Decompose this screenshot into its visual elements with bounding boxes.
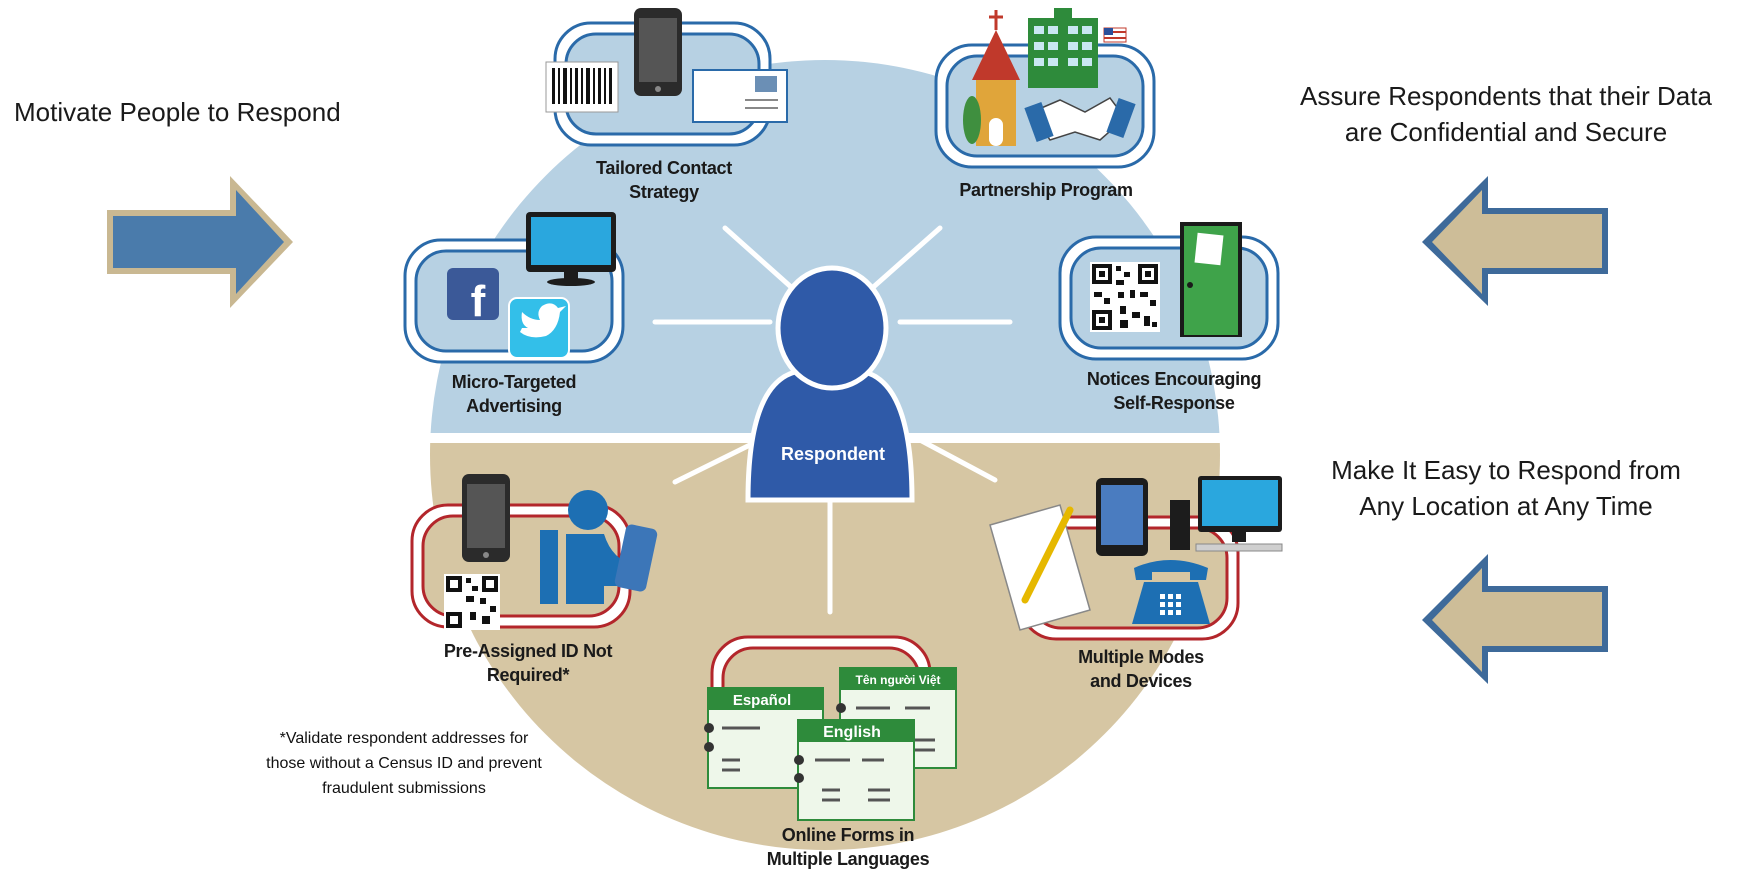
postcard-icon [692,69,788,123]
respondent-figure [745,265,915,503]
smartphone-icon [462,474,510,562]
goal-motivate: Motivate People to Respond [14,97,341,127]
tailored-contact-card [545,8,788,147]
goal-assure-line1: Assure Respondents that their Data [1300,81,1712,111]
label-micro-line1: Micro-Targeted [451,372,577,392]
form-label-vietnamese: Tên người Việt [855,673,940,687]
assure-arrow [1422,176,1608,306]
footnote-line1: *Validate respondent addresses for [279,730,529,747]
church-icon [963,10,1020,146]
paper-pencil-icon [989,504,1091,631]
label-modes-line2: and Devices [1090,671,1192,691]
label-partnership: Partnership Program [959,180,1133,200]
footnote: *Validate respondent addresses for those… [224,726,584,801]
school-building-icon [1028,8,1098,88]
spokes [652,225,1013,615]
label-preassigned-line1: Pre-Assigned ID Not [443,641,613,661]
twitter-icon [508,297,570,359]
barcode-icon [545,61,619,113]
svg-text:f: f [471,277,486,326]
mobile-phone-icon [634,8,682,96]
motivate-arrow [107,176,293,308]
label-tailored-line1: Tailored Contact [596,158,732,178]
goal-easy-line1: Make It Easy to Respond from [1331,455,1681,485]
goal-easy-line2: Any Location at Any Time [1359,491,1653,521]
label-preassigned-line2: Required* [486,665,570,685]
label-online-line2: Multiple Languages [766,849,930,869]
english-form-icon [794,719,915,821]
multiple-modes-card [989,476,1283,641]
label-notices-line2: Self-Response [1113,393,1235,413]
pre-assigned-id-card [410,474,658,630]
label-notices-line1: Notices Encouraging [1086,369,1262,389]
partnership-card [934,8,1156,169]
easy-arrow [1422,554,1608,684]
us-flag-icon [1103,27,1127,43]
label-online-line1: Online Forms in [781,825,915,845]
label-tailored-line2: Strategy [629,182,699,202]
tablet-icon [1096,478,1148,556]
online-forms-card: Español Tên người Việt English [704,635,957,821]
qr-code-icon [1090,262,1160,332]
facebook-icon: f [447,268,499,326]
notices-card [1058,222,1280,361]
goal-assure-line2: are Confidential and Secure [1344,117,1668,147]
qr-code-small-icon [444,574,500,630]
label-micro-line2: Advertising [466,396,562,416]
telephone-icon [1132,560,1210,624]
person-with-tablet-icon [540,490,658,604]
footnote-line3: fraudulent submissions [322,780,486,797]
micro-targeted-card: f [403,212,625,364]
monitor-icon [526,212,616,286]
door-icon [1180,222,1242,337]
form-label-english: English [823,724,881,741]
footnote-line2: those without a Census ID and prevent [266,755,542,772]
form-label-spanish: Español [733,692,791,709]
desktop-computer-icon [1170,476,1283,552]
handshake-icon [1024,97,1136,142]
respondent-label: Respondent [781,444,885,464]
label-modes-line1: Multiple Modes [1078,647,1204,667]
